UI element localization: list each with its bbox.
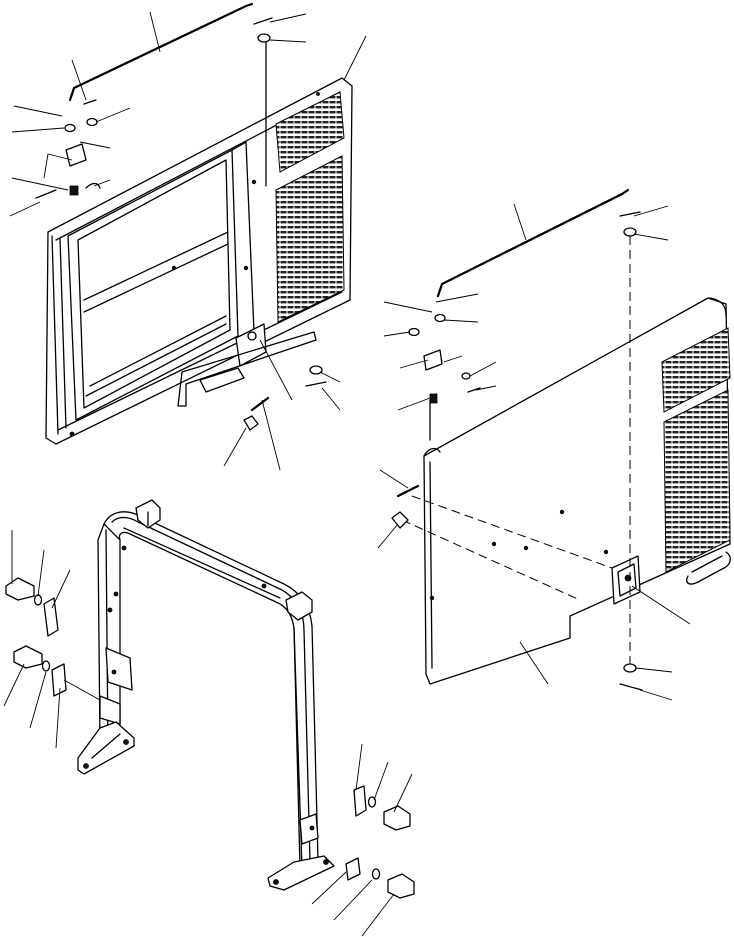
left-door-louver-upper	[275, 91, 345, 173]
left-door-hinge-hardware	[223, 13, 367, 471]
left-door-louver-lower	[275, 155, 345, 323]
left-door-hardware	[9, 59, 131, 217]
right-door-panel	[423, 297, 731, 685]
left-door-stay-rod	[68, 2, 254, 102]
right-door-hardware	[377, 205, 691, 701]
right-door-alignment-lines	[401, 236, 631, 664]
right-door-louver-lower	[663, 389, 731, 573]
right-door-stay-rod	[436, 188, 630, 298]
left-door-panel	[45, 77, 353, 445]
frame-left-hardware	[3, 530, 101, 749]
right-door-louver-upper	[661, 327, 731, 413]
frame-right-hardware	[311, 743, 415, 937]
support-arch-frame	[77, 499, 335, 891]
